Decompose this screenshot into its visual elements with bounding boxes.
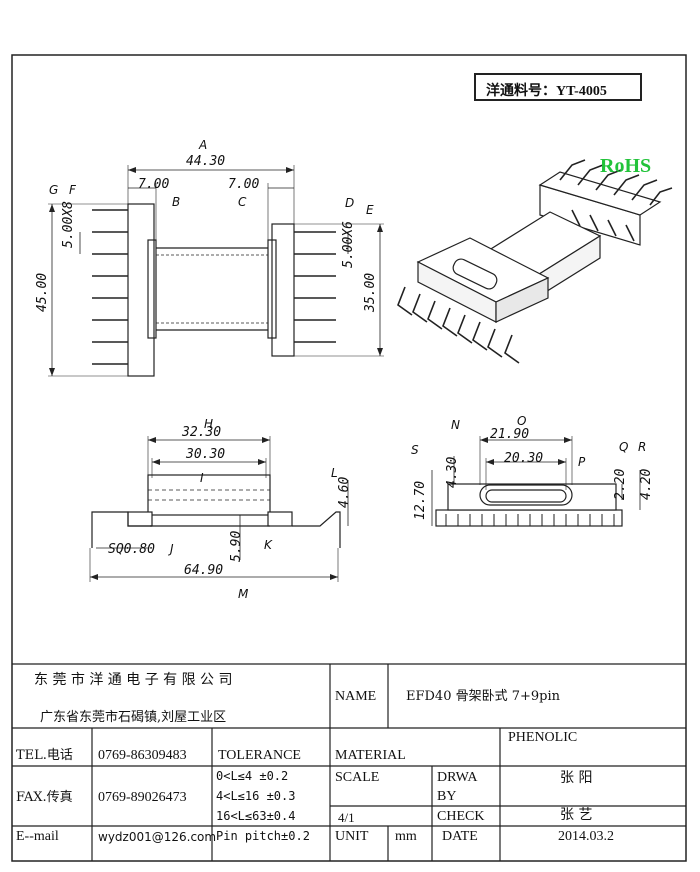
tolerance-row-1: 0<L≤4 ±0.2	[216, 769, 289, 783]
company-name: 东 莞 市 洋 通 电 子 有 限 公 司	[34, 672, 233, 688]
dim-s-value: 12.70	[413, 480, 428, 520]
name-label: NAME	[335, 689, 377, 704]
dim-l-value: 4.60	[337, 476, 352, 508]
label-k: K	[264, 538, 272, 552]
dim-height-right-value: 35.00	[363, 272, 378, 312]
dim-i-value: 30.30	[186, 447, 226, 462]
side-view-arrows	[480, 437, 572, 465]
label-a: A	[199, 138, 208, 152]
email-label: E--mail	[16, 829, 59, 844]
side-view	[431, 436, 641, 527]
drawn-by-value: 张 阳	[560, 770, 593, 786]
front-view	[89, 436, 349, 582]
label-i: I	[200, 471, 204, 485]
label-p: P	[578, 455, 586, 469]
unit-value: mm	[395, 829, 417, 844]
dim-h-value: 32.30	[182, 425, 222, 440]
dim-r-value: 4.20	[639, 468, 654, 500]
label-l: L	[331, 466, 338, 480]
label-e: E	[366, 203, 374, 217]
dim-p-value: 20.30	[504, 451, 544, 466]
dim-o-value: 21.90	[490, 427, 530, 442]
checked-by-value: 张 艺	[560, 807, 593, 823]
fax-value: 0769-89026473	[98, 790, 187, 805]
part-number: 洋通料号：YT-4005	[486, 84, 607, 99]
dim-j-value: SQ0.80	[108, 542, 155, 557]
drawn-by-label-line2: BY	[437, 789, 457, 804]
tolerance-label: TOLERANCE	[218, 748, 301, 763]
check-label: CHECK	[437, 809, 485, 824]
drawn-by-label-line1: DRWA	[437, 770, 478, 785]
tolerance-row-3: 16<L≤63±0.4	[216, 809, 296, 823]
isometric-view	[397, 159, 673, 364]
part-number-box	[474, 73, 642, 101]
dim-k-value: 5.90	[229, 530, 244, 562]
unit-label: UNIT	[335, 829, 369, 844]
scale-label: SCALE	[335, 770, 380, 785]
tel-label: TEL.电话	[16, 748, 73, 763]
top-view-arrows	[49, 167, 383, 376]
label-b: B	[172, 195, 181, 209]
email-value: wydz001@126.com	[98, 830, 217, 844]
name-value: EFD40 骨架卧式 7+9pin	[406, 689, 561, 704]
label-o: O	[517, 414, 527, 428]
title-block-grid	[12, 663, 686, 861]
material-value: PHENOLIC	[508, 730, 578, 745]
fax-label: FAX.传真	[16, 790, 73, 805]
dim-m-value: 64.90	[184, 563, 224, 578]
front-view-arrows	[90, 437, 338, 580]
dim-a-value: 44.30	[186, 154, 226, 169]
label-g: G	[49, 183, 59, 197]
label-r: R	[638, 440, 647, 454]
dim-height-left-value: 45.00	[35, 272, 50, 312]
tolerance-row-4: Pin pitch±0.2	[216, 829, 310, 843]
top-view	[48, 165, 384, 377]
scale-value: 4/1	[338, 810, 355, 825]
label-f: F	[69, 183, 76, 197]
rohs-mark: RoHS	[600, 155, 652, 177]
date-value: 2014.03.2	[558, 829, 614, 844]
dim-c-value: 7.00	[228, 177, 260, 192]
tolerance-row-2: 4<L≤16 ±0.3	[216, 789, 296, 803]
dim-d-left-value: 5.00X8	[61, 201, 76, 248]
dim-b-value: 7.00	[138, 177, 170, 192]
label-c: C	[238, 195, 247, 209]
dim-d-right-value: 5.00X6	[341, 221, 356, 268]
company-address: 广东省东莞市石碣镇,刘屋工业区	[40, 710, 227, 725]
date-label: DATE	[442, 829, 478, 844]
material-label: MATERIAL	[335, 748, 406, 763]
label-j: J	[170, 542, 174, 556]
label-s: S	[411, 443, 419, 457]
label-n: N	[451, 418, 460, 432]
sheet-border	[11, 54, 687, 862]
tel-value: 0769-86309483	[98, 748, 187, 763]
label-q: Q	[619, 440, 629, 454]
dim-n-value: 4.30	[445, 456, 460, 488]
dim-q-value: 2.20	[613, 468, 628, 500]
label-m: M	[238, 587, 249, 601]
label-d: D	[345, 196, 355, 210]
label-h: H	[204, 417, 214, 431]
